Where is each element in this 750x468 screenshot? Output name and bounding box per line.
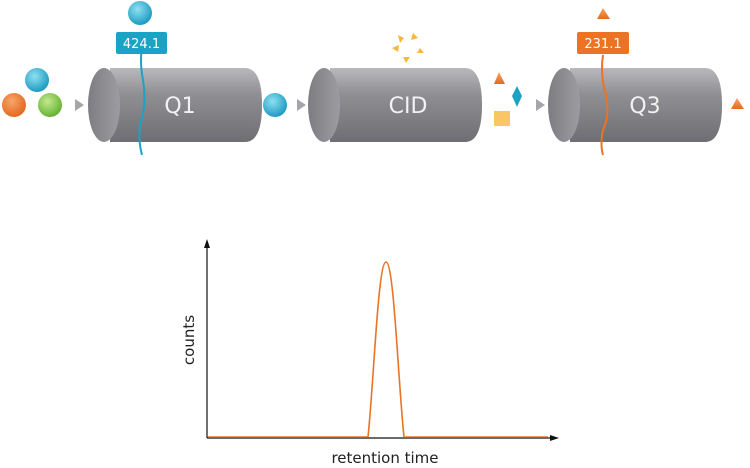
ion-orange: [2, 93, 26, 117]
x-axis-label: retention time: [331, 449, 438, 467]
cid-collision-cell: CID: [308, 68, 482, 142]
chromatogram-peak: [208, 261, 548, 438]
y-axis-arrow: [204, 239, 210, 248]
fragment-diamond: [512, 86, 522, 107]
q1-filter-line: [138, 39, 146, 156]
fragment-triangle: [494, 72, 505, 84]
q1-quadrupole: Q1: [88, 68, 262, 142]
transmitted-ion-blue: [263, 93, 287, 117]
y-axis-label: counts: [180, 315, 198, 365]
q3-quadrupole: Q3: [548, 68, 722, 142]
arrow-icon: [536, 99, 545, 111]
q3-mass-badge: [577, 32, 629, 54]
q1-mass-badge: [116, 32, 167, 54]
cid-label: CID: [389, 94, 428, 119]
q3-filter-line: [600, 54, 609, 156]
selected-ion-blue: [128, 1, 152, 25]
q3-mass: 231.1: [584, 37, 621, 52]
q1-label: Q1: [164, 94, 195, 119]
arrow-icon: [297, 99, 306, 111]
selected-fragment-triangle: [597, 8, 610, 19]
x-axis-arrow: [550, 435, 559, 441]
detected-fragment-triangle: [731, 98, 744, 109]
ion-green: [38, 93, 62, 117]
chromatogram: counts retention time: [180, 239, 559, 467]
q1-mass: 424.1: [123, 37, 160, 52]
arrow-icon: [75, 99, 84, 111]
precursor-ion-blue: [25, 68, 49, 92]
fragmentation-burst-icon: [392, 33, 424, 63]
q3-label: Q3: [629, 94, 660, 119]
fragment-square: [494, 111, 510, 126]
